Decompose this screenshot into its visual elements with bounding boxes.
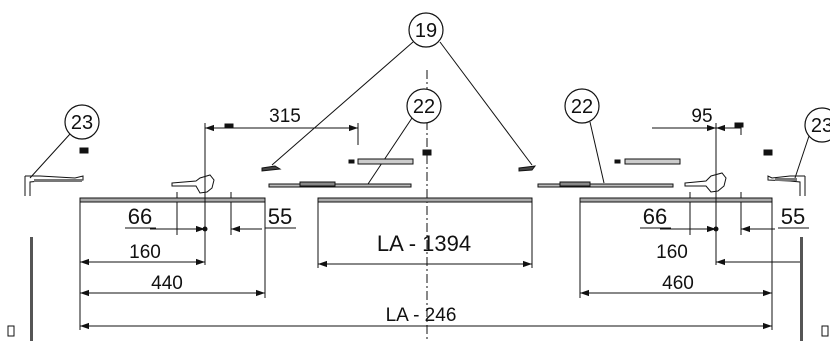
- dim-label-440: 440: [151, 273, 183, 294]
- dim-label-55-left: 55: [268, 204, 292, 229]
- callout-23-left: 23: [64, 104, 100, 140]
- pivot-dot-right: [713, 226, 719, 232]
- callout-22-right-label: 22: [571, 96, 593, 118]
- hardware-parts: [7, 122, 829, 341]
- leader-22-left: [367, 117, 413, 185]
- dim-label-55-right: 55: [781, 204, 805, 229]
- leader-19-right: [439, 41, 533, 166]
- dim-label-460: 460: [662, 273, 694, 294]
- dim-label-160-left: 160: [129, 242, 161, 263]
- callout-19-label: 19: [415, 20, 437, 42]
- extension-lines: [79, 123, 773, 330]
- leader-23-left: [29, 133, 71, 179]
- dim-label-la-1394: LA - 1394: [377, 231, 471, 256]
- dim-label-la-246: LA - 246: [386, 305, 457, 326]
- pivot-dot-left: [202, 226, 208, 232]
- dim-label-66-right: 66: [643, 204, 667, 229]
- callout-22-right: 22: [564, 88, 600, 124]
- dimension-lines: [80, 124, 800, 330]
- leader-23-right: [794, 135, 810, 179]
- callout-23-right-label: 23: [811, 115, 830, 137]
- dim-label-66-left: 66: [128, 204, 152, 229]
- dim-label-95: 95: [691, 106, 712, 127]
- callout-22-left-label: 22: [413, 96, 435, 118]
- callout-23-right: 23: [804, 107, 830, 143]
- dim-label-160-right: 160: [656, 242, 688, 263]
- callout-23-left-label: 23: [71, 112, 93, 134]
- leader-22-right: [589, 121, 605, 184]
- callout-19: 19: [408, 12, 444, 48]
- leader-19-left: [271, 41, 414, 166]
- callout-22-left: 22: [406, 88, 442, 124]
- dim-label-315: 315: [269, 106, 301, 127]
